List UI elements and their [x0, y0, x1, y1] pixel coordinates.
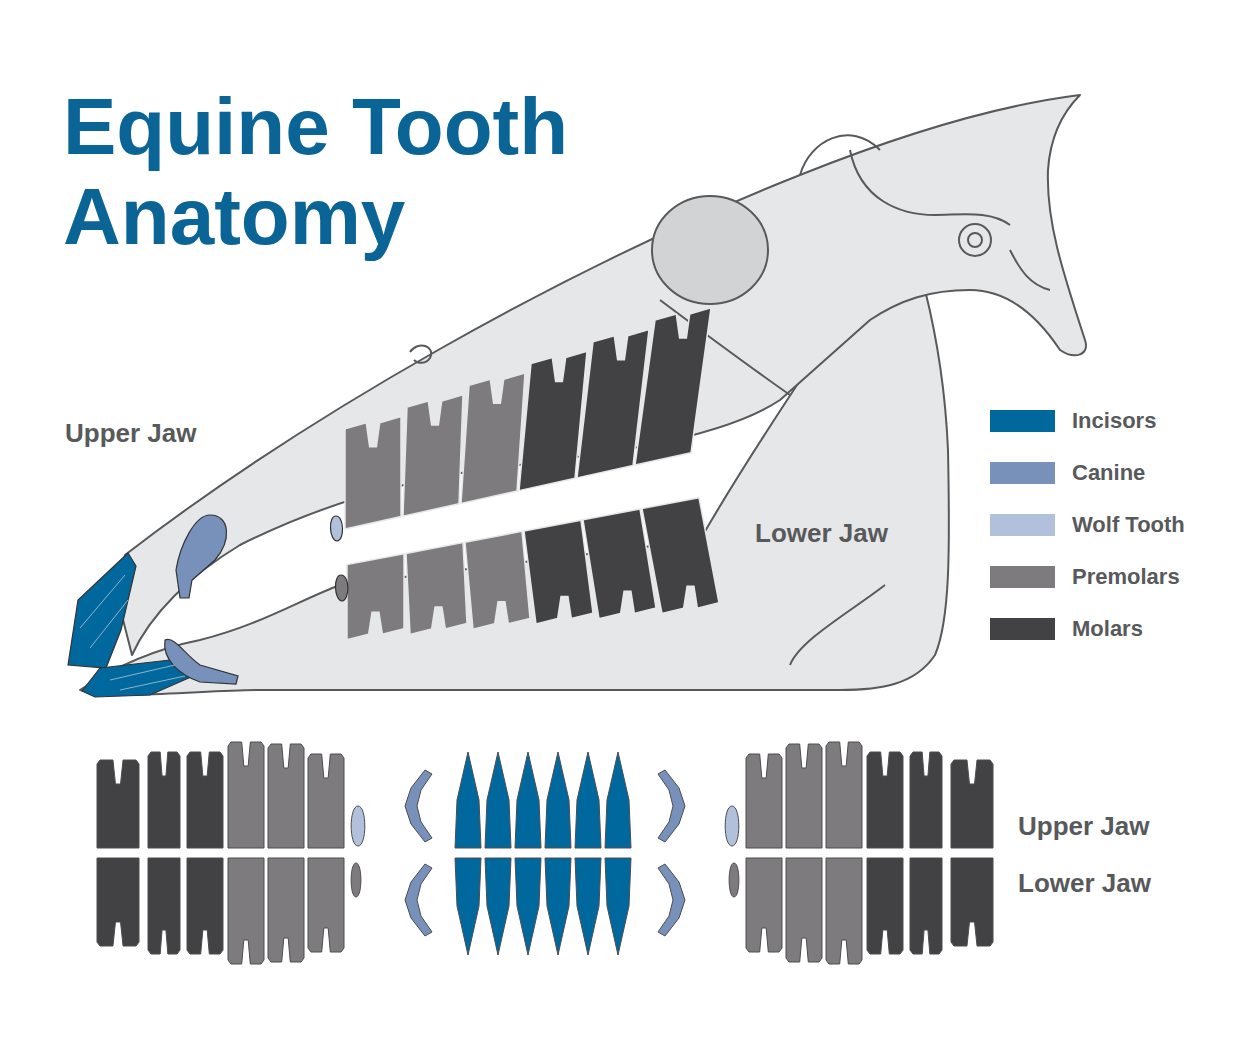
- incisor-tooth: [545, 858, 571, 955]
- premolar-tooth: [729, 863, 739, 897]
- legend-entry: Incisors: [990, 410, 1156, 432]
- premolar-tooth: [786, 744, 822, 848]
- incisor-divider: [80, 575, 125, 628]
- premolar-tooth: [465, 531, 530, 629]
- skull-detail-line: [800, 135, 880, 175]
- skull-detail-line: [1010, 250, 1050, 290]
- premolar-tooth: [406, 543, 467, 635]
- legend-entry: Canine: [990, 462, 1145, 484]
- premolar-tooth: [228, 742, 264, 848]
- incisor-divider: [110, 665, 175, 680]
- premolar-tooth: [347, 554, 404, 640]
- legend-swatch: [990, 514, 1055, 536]
- incisor-tooth: [605, 752, 631, 848]
- infraorbital-curl: [410, 345, 431, 362]
- legend-entry: Wolf Tooth: [990, 514, 1185, 536]
- incisor-tooth: [515, 858, 541, 955]
- molar-tooth: [951, 760, 993, 848]
- legend-swatch: [990, 462, 1055, 484]
- skull-teeth: [68, 308, 719, 697]
- wolf-tooth: [725, 806, 739, 846]
- legend-label: Wolf Tooth: [1072, 514, 1185, 536]
- premolar-tooth: [826, 742, 862, 848]
- molar-tooth: [187, 752, 223, 848]
- premolar-tooth: [308, 754, 344, 848]
- canine-tooth: [405, 770, 432, 842]
- legend-swatch: [990, 618, 1055, 640]
- molar-tooth: [97, 858, 139, 946]
- incisor-tooth: [515, 752, 541, 848]
- molar-tooth: [642, 498, 719, 614]
- premolar-tooth: [746, 858, 782, 952]
- ear-canal: [959, 224, 991, 256]
- molar-tooth: [867, 858, 903, 954]
- upper-incisors: [68, 553, 136, 668]
- legend-entry: Molars: [990, 618, 1143, 640]
- incisor-tooth: [605, 858, 631, 955]
- legend-swatch: [990, 566, 1055, 588]
- molar-tooth: [148, 858, 180, 954]
- premolar-tooth: [403, 395, 463, 516]
- premolar-tooth: [345, 417, 401, 529]
- molar-tooth: [519, 351, 587, 490]
- jaw-label: Upper Jaw: [65, 420, 197, 446]
- premolar-tooth: [786, 858, 822, 962]
- incisor-tooth: [485, 858, 511, 955]
- incisor-divider: [90, 600, 128, 648]
- legend-label: Premolars: [1072, 566, 1180, 588]
- incisor-divider: [120, 676, 185, 690]
- eye-orbit: [652, 196, 768, 304]
- incisor-tooth: [575, 858, 601, 955]
- canine-tooth: [405, 864, 432, 936]
- wolf-tooth: [330, 516, 342, 541]
- canine-tooth: [658, 770, 685, 842]
- premolar-tooth: [308, 858, 344, 952]
- incisor-tooth: [485, 752, 511, 848]
- incisor-tooth: [455, 858, 481, 955]
- molar-tooth: [148, 752, 180, 848]
- molar-tooth: [635, 308, 711, 465]
- skull-detail-line: [850, 150, 1010, 225]
- legend-swatch: [990, 410, 1055, 432]
- incisor-tooth: [575, 752, 601, 848]
- premolar-tooth: [746, 754, 782, 848]
- molar-tooth: [524, 520, 593, 624]
- incisor-tooth: [455, 752, 481, 848]
- legend-label: Incisors: [1072, 410, 1156, 432]
- diagram-title: Equine Tooth Anatomy: [63, 82, 683, 262]
- lower-canine: [165, 639, 238, 684]
- ear-canal: [968, 233, 982, 247]
- molar-tooth: [187, 858, 223, 954]
- small-premolar: [335, 575, 347, 601]
- canine-tooth: [658, 864, 685, 936]
- premolar-tooth: [351, 863, 361, 897]
- dental-chart: [97, 742, 993, 964]
- mandible-angle-line: [790, 585, 885, 665]
- jaw-label: Upper Jaw: [1018, 813, 1150, 839]
- legend-entry: Premolars: [990, 566, 1180, 588]
- jaw-label: Lower Jaw: [1018, 870, 1151, 896]
- molar-tooth: [910, 752, 942, 848]
- premolar-tooth: [268, 858, 304, 962]
- wolf-tooth: [351, 806, 365, 846]
- molar-tooth: [951, 858, 993, 946]
- legend-label: Canine: [1072, 462, 1145, 484]
- premolar-tooth: [268, 744, 304, 848]
- molar-tooth: [97, 760, 139, 848]
- molar-tooth: [910, 858, 942, 954]
- incisor-tooth: [545, 752, 571, 848]
- jaw-label: Lower Jaw: [755, 520, 888, 546]
- premolar-tooth: [228, 858, 264, 964]
- molar-tooth: [867, 752, 903, 848]
- premolar-tooth: [461, 373, 525, 503]
- upper-canine: [176, 515, 226, 598]
- premolar-tooth: [826, 858, 862, 964]
- legend-label: Molars: [1072, 618, 1143, 640]
